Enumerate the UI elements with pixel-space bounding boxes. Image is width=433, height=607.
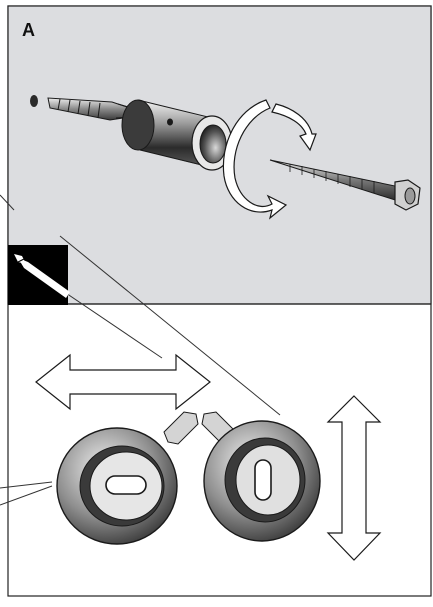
- wall-hole: [30, 95, 38, 107]
- leader-lines: [0, 194, 281, 506]
- escutcheon-vertical-slot: [203, 420, 321, 542]
- rotate-arrow-icon: [222, 99, 317, 220]
- screwdriver-icon: [8, 245, 70, 305]
- cylinder-rosette: [121, 99, 233, 171]
- screw: [269, 159, 421, 211]
- horizontal-double-arrow-icon: [35, 353, 211, 411]
- panel-label: A: [22, 20, 35, 40]
- escutcheon-horizontal-slot: [56, 427, 178, 545]
- vertical-double-arrow-icon: [326, 395, 382, 561]
